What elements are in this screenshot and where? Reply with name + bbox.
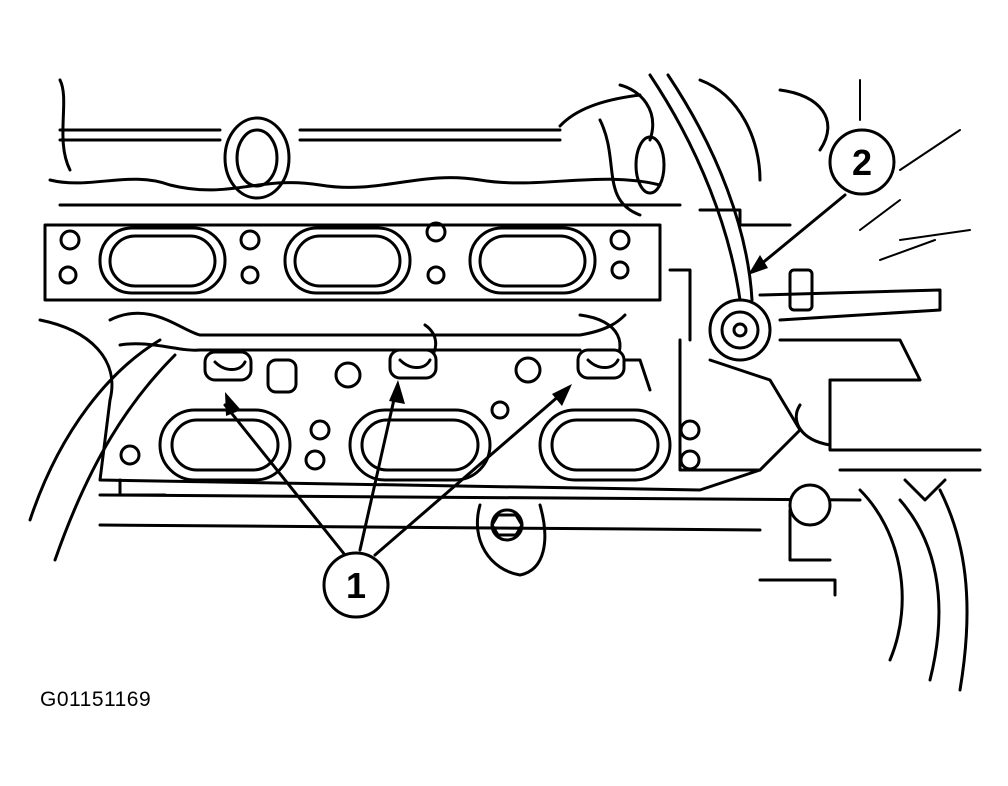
clip-left — [203, 350, 253, 382]
figure-id: G01151169 — [40, 688, 152, 711]
fuel-rail — [28, 311, 627, 562]
callout-2: 2 — [748, 128, 896, 275]
upper-oval-port-right — [634, 135, 666, 195]
exhaust-manifold — [38, 318, 862, 532]
callout-2-arrowhead — [748, 255, 768, 275]
callout-1: 1 — [223, 380, 572, 619]
clip-center — [388, 348, 438, 380]
callout-1-arrowhead-left — [225, 392, 241, 416]
clip-right — [576, 348, 626, 380]
upper-gasket — [43, 221, 662, 302]
callout-2-circle — [828, 128, 896, 196]
callout-1-circle — [322, 551, 390, 619]
cylinder-head-outline — [48, 78, 830, 217]
upper-oval-port — [223, 116, 291, 200]
retaining-clips — [203, 348, 626, 382]
callout-1-label: 1 — [346, 565, 366, 606]
right-side-components — [648, 73, 982, 692]
callout-1-arrowhead-center — [389, 380, 405, 404]
sensor-body — [708, 298, 772, 362]
callout-1-arrowhead-right — [552, 384, 572, 406]
manifold-bolt — [475, 503, 547, 577]
callout-2-label: 2 — [852, 142, 872, 183]
